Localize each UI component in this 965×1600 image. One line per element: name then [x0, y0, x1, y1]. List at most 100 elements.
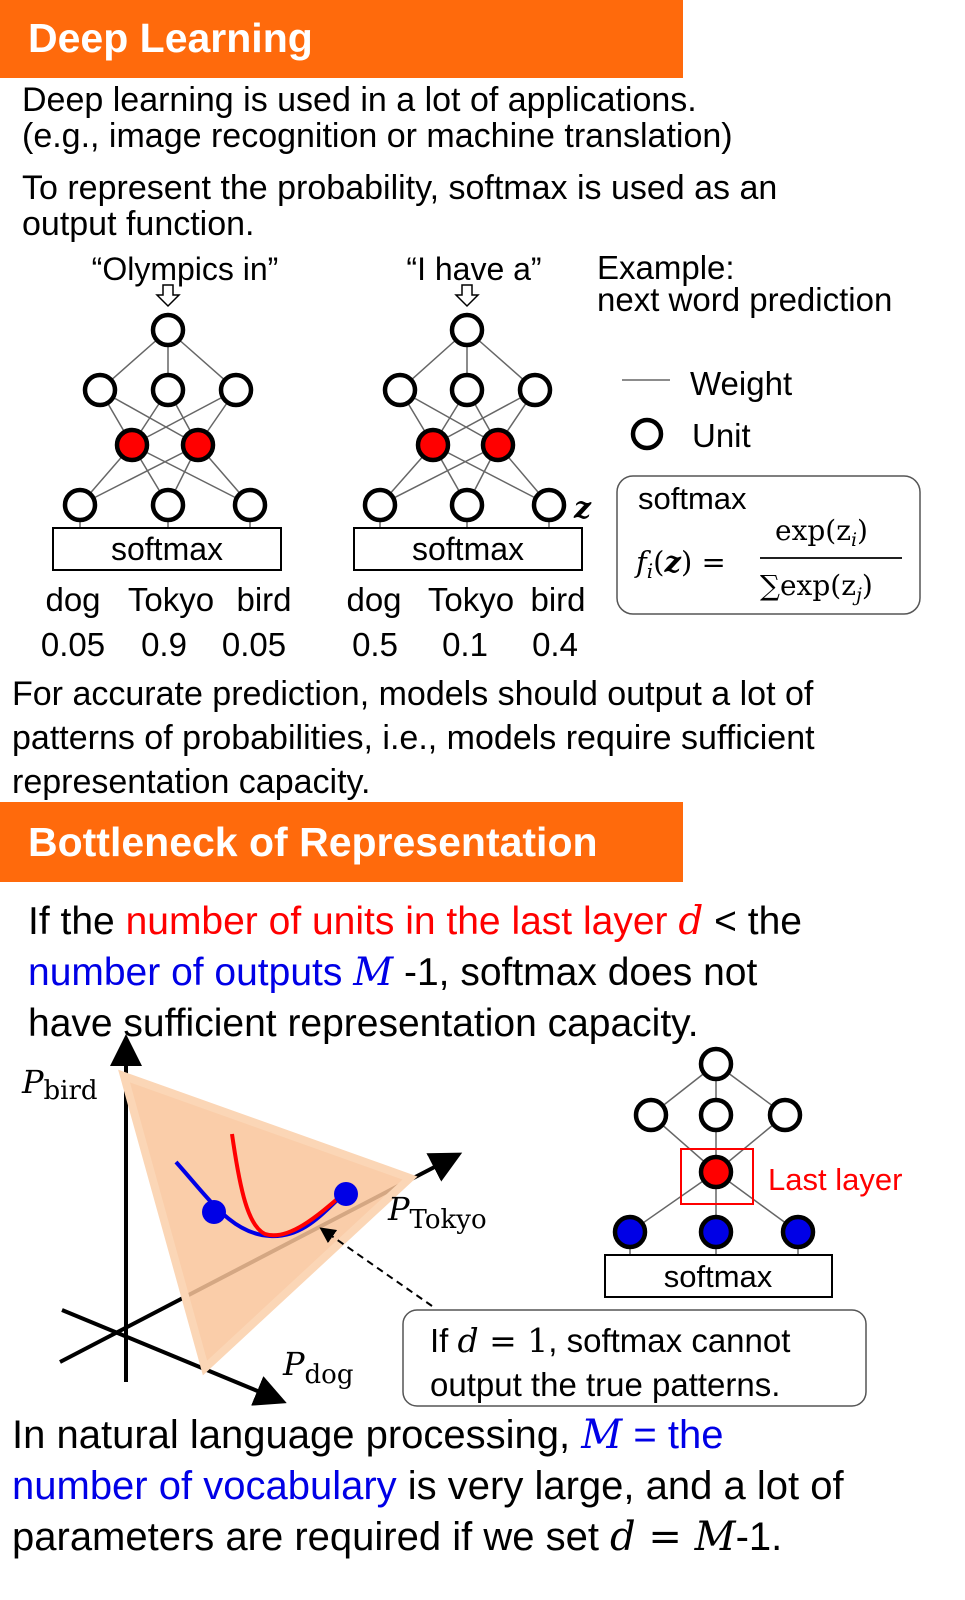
word-label: dog — [346, 581, 401, 618]
z-label: z — [573, 491, 592, 526]
last-layer-unit-node — [114, 427, 150, 463]
note-box: If d = 1, softmax cannot output the true… — [402, 1309, 867, 1407]
accuracy-line-3: representation capacity. — [12, 763, 371, 801]
unit-node — [150, 312, 186, 348]
output-unit-node — [62, 487, 98, 523]
p-dog-label: Pdog — [282, 1345, 353, 1390]
equals-sign: = — [635, 1514, 695, 1560]
output-unit-node — [531, 487, 567, 523]
vocabulary-phrase: number of vocabulary — [12, 1464, 397, 1508]
unit-node — [767, 1097, 803, 1133]
example-line-2: next word prediction — [597, 281, 893, 318]
bottleneck-network: Last layer softmax — [604, 1046, 902, 1298]
output-unit-node — [698, 1214, 734, 1250]
network-i-have-a: “I have a” z softmax dog Tokyo bird 0.5 … — [346, 251, 592, 663]
probability-simplex-figure: Pbird PTokyo Pdog — [21, 1034, 487, 1406]
text-span: -1. — [735, 1515, 783, 1559]
nlp-paragraph: In natural language processing, M = the … — [12, 1410, 844, 1563]
legend-unit-label: Unit — [692, 417, 751, 454]
nlp-line-3: parameters are required if we set d = M-… — [12, 1512, 844, 1563]
word-label: bird — [530, 581, 585, 618]
output-unit-node — [362, 487, 398, 523]
text-span: < the — [703, 900, 802, 943]
p-dog-axis — [61, 1308, 287, 1406]
softmax-label: softmax — [664, 1259, 773, 1294]
intro-line-2: (e.g., image recognition or machine tran… — [22, 117, 733, 155]
probability-value: 0.05 — [222, 626, 286, 663]
softmax-line-1: To represent the probability, softmax is… — [22, 169, 778, 207]
nlp-line-1: In natural language processing, M = the — [12, 1410, 844, 1461]
legend: Weight Unit — [622, 365, 792, 454]
network-input-label: “Olympics in” — [92, 251, 279, 287]
softmax-formula-box: softmax fi(z) = exp(zi) ∑exp(zj) — [616, 475, 921, 615]
note-line-1: If d = 1, softmax cannot — [430, 1321, 790, 1360]
text-span: is very large, and a lot of — [396, 1464, 844, 1508]
unit-node — [698, 1097, 734, 1133]
network-input-label: “I have a” — [406, 251, 541, 287]
var-m: M — [581, 1412, 623, 1458]
last-layer-highlight-box — [680, 1148, 754, 1205]
text-span: In natural language processing, — [12, 1413, 582, 1457]
last-layer-label: Last layer — [768, 1162, 902, 1197]
example-line-1: Example: — [597, 249, 735, 286]
blue-point — [202, 1200, 226, 1224]
softmax-line-2: output function. — [22, 205, 255, 243]
unit-node — [382, 372, 418, 408]
word-label: bird — [236, 581, 291, 618]
bottleneck-line-1: If the number of units in the last layer… — [28, 896, 802, 947]
var-d: d — [678, 899, 704, 944]
last-layer-unit-node — [415, 427, 451, 463]
softmax-label: softmax — [111, 531, 223, 567]
last-layer-unit-node — [698, 1154, 734, 1190]
section-title-bottleneck: Bottleneck of Representation — [0, 802, 683, 882]
blue-point — [334, 1182, 358, 1206]
p-bird-label: Pbird — [21, 1063, 98, 1106]
output-unit-node — [612, 1214, 648, 1250]
bottleneck-paragraph: If the number of units in the last layer… — [28, 896, 802, 1049]
var-m: M — [694, 1514, 736, 1560]
unit-circle-icon — [630, 417, 664, 451]
var-m: M — [353, 950, 394, 995]
softmax-box — [604, 1254, 833, 1298]
nlp-line-2: number of vocabulary is very large, and … — [12, 1461, 844, 1512]
last-layer-unit-node — [480, 427, 516, 463]
intro-paragraph: Deep learning is used in a lot of applic… — [22, 82, 733, 154]
text-span: parameters are required if we set — [12, 1515, 611, 1559]
output-unit-node — [232, 487, 268, 523]
formula-title: softmax — [638, 481, 747, 516]
unit-node — [698, 1046, 734, 1082]
last-layer-unit-node — [180, 427, 216, 463]
softmax-box — [52, 527, 282, 571]
note-line-2: output the true patterns. — [430, 1366, 780, 1403]
red-curve — [230, 1133, 352, 1238]
accuracy-line-1: For accurate prediction, models should o… — [12, 675, 814, 713]
unit-node — [150, 372, 186, 408]
p-tokyo-label: PTokyo — [387, 1190, 487, 1235]
word-label: dog — [45, 581, 100, 618]
unit-node — [82, 372, 118, 408]
unit-node — [517, 372, 553, 408]
unit-node — [218, 372, 254, 408]
note-frame — [402, 1309, 867, 1407]
unit-node — [449, 312, 485, 348]
softmax-label: softmax — [412, 531, 524, 567]
outputs-phrase: number of outputs — [28, 951, 354, 994]
legend-weight-label: Weight — [690, 365, 792, 402]
last-layer-units-phrase: number of units in the last layer — [125, 900, 679, 943]
probability-value: 0.5 — [352, 626, 398, 663]
word-label: Tokyo — [428, 581, 514, 618]
output-unit-node — [150, 487, 186, 523]
accuracy-paragraph: For accurate prediction, models should o… — [12, 672, 815, 804]
dashed-pointer-arrow — [319, 1227, 433, 1307]
probability-value: 0.4 — [532, 626, 578, 663]
output-unit-node — [449, 487, 485, 523]
intro-line-1: Deep learning is used in a lot of applic… — [22, 81, 697, 119]
text-span: If the — [28, 900, 126, 943]
softmax-box — [353, 527, 583, 571]
softmax-paragraph: To represent the probability, softmax is… — [22, 170, 777, 242]
formula-frame — [616, 475, 921, 615]
unit-node — [449, 372, 485, 408]
text-span: = the — [622, 1413, 724, 1457]
bottleneck-line-2: number of outputs M -1, softmax does not — [28, 947, 802, 998]
